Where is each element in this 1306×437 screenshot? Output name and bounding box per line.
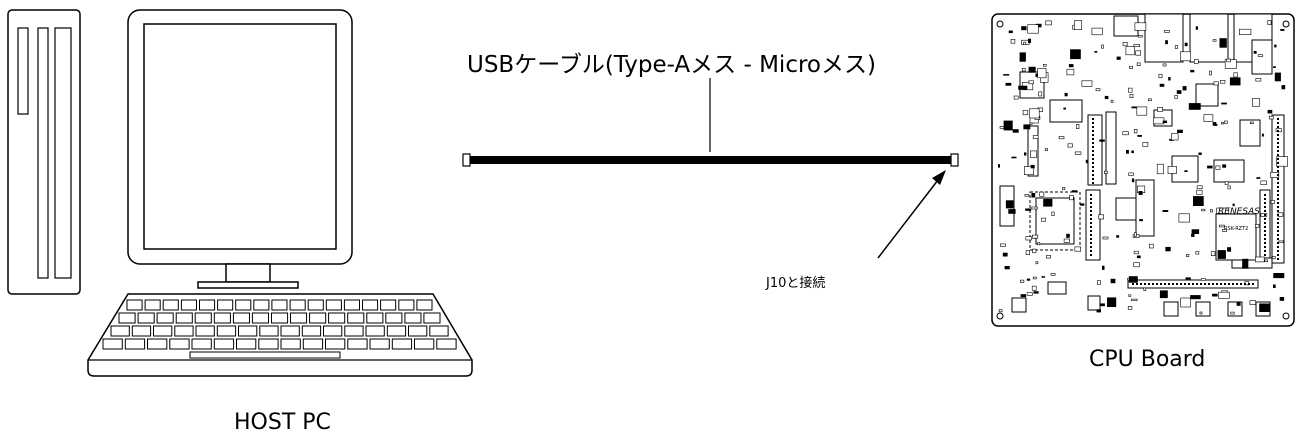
board-small-components	[998, 20, 1288, 315]
keyboard-keys	[102, 299, 457, 359]
board-logo: RENESAS	[1218, 207, 1260, 217]
cpu-board-label: CPU Board	[1089, 347, 1205, 372]
pc-tower	[7, 9, 81, 295]
board-model-text: RSK-RZT2	[1224, 226, 1248, 232]
pc-monitor	[127, 9, 353, 289]
host-pc-illustration	[7, 9, 473, 377]
connection-note: J10と接続	[765, 275, 825, 291]
pc-keyboard	[87, 293, 473, 377]
cpu-board-illustration: RENESAS RSK-RZT2	[991, 13, 1295, 327]
j10-arrow	[877, 170, 946, 259]
cable-label: USBケーブル(Type-Aメス - Microメス)	[467, 52, 876, 78]
usb-cable	[462, 78, 959, 167]
host-pc-label: HOST PC	[234, 410, 331, 435]
